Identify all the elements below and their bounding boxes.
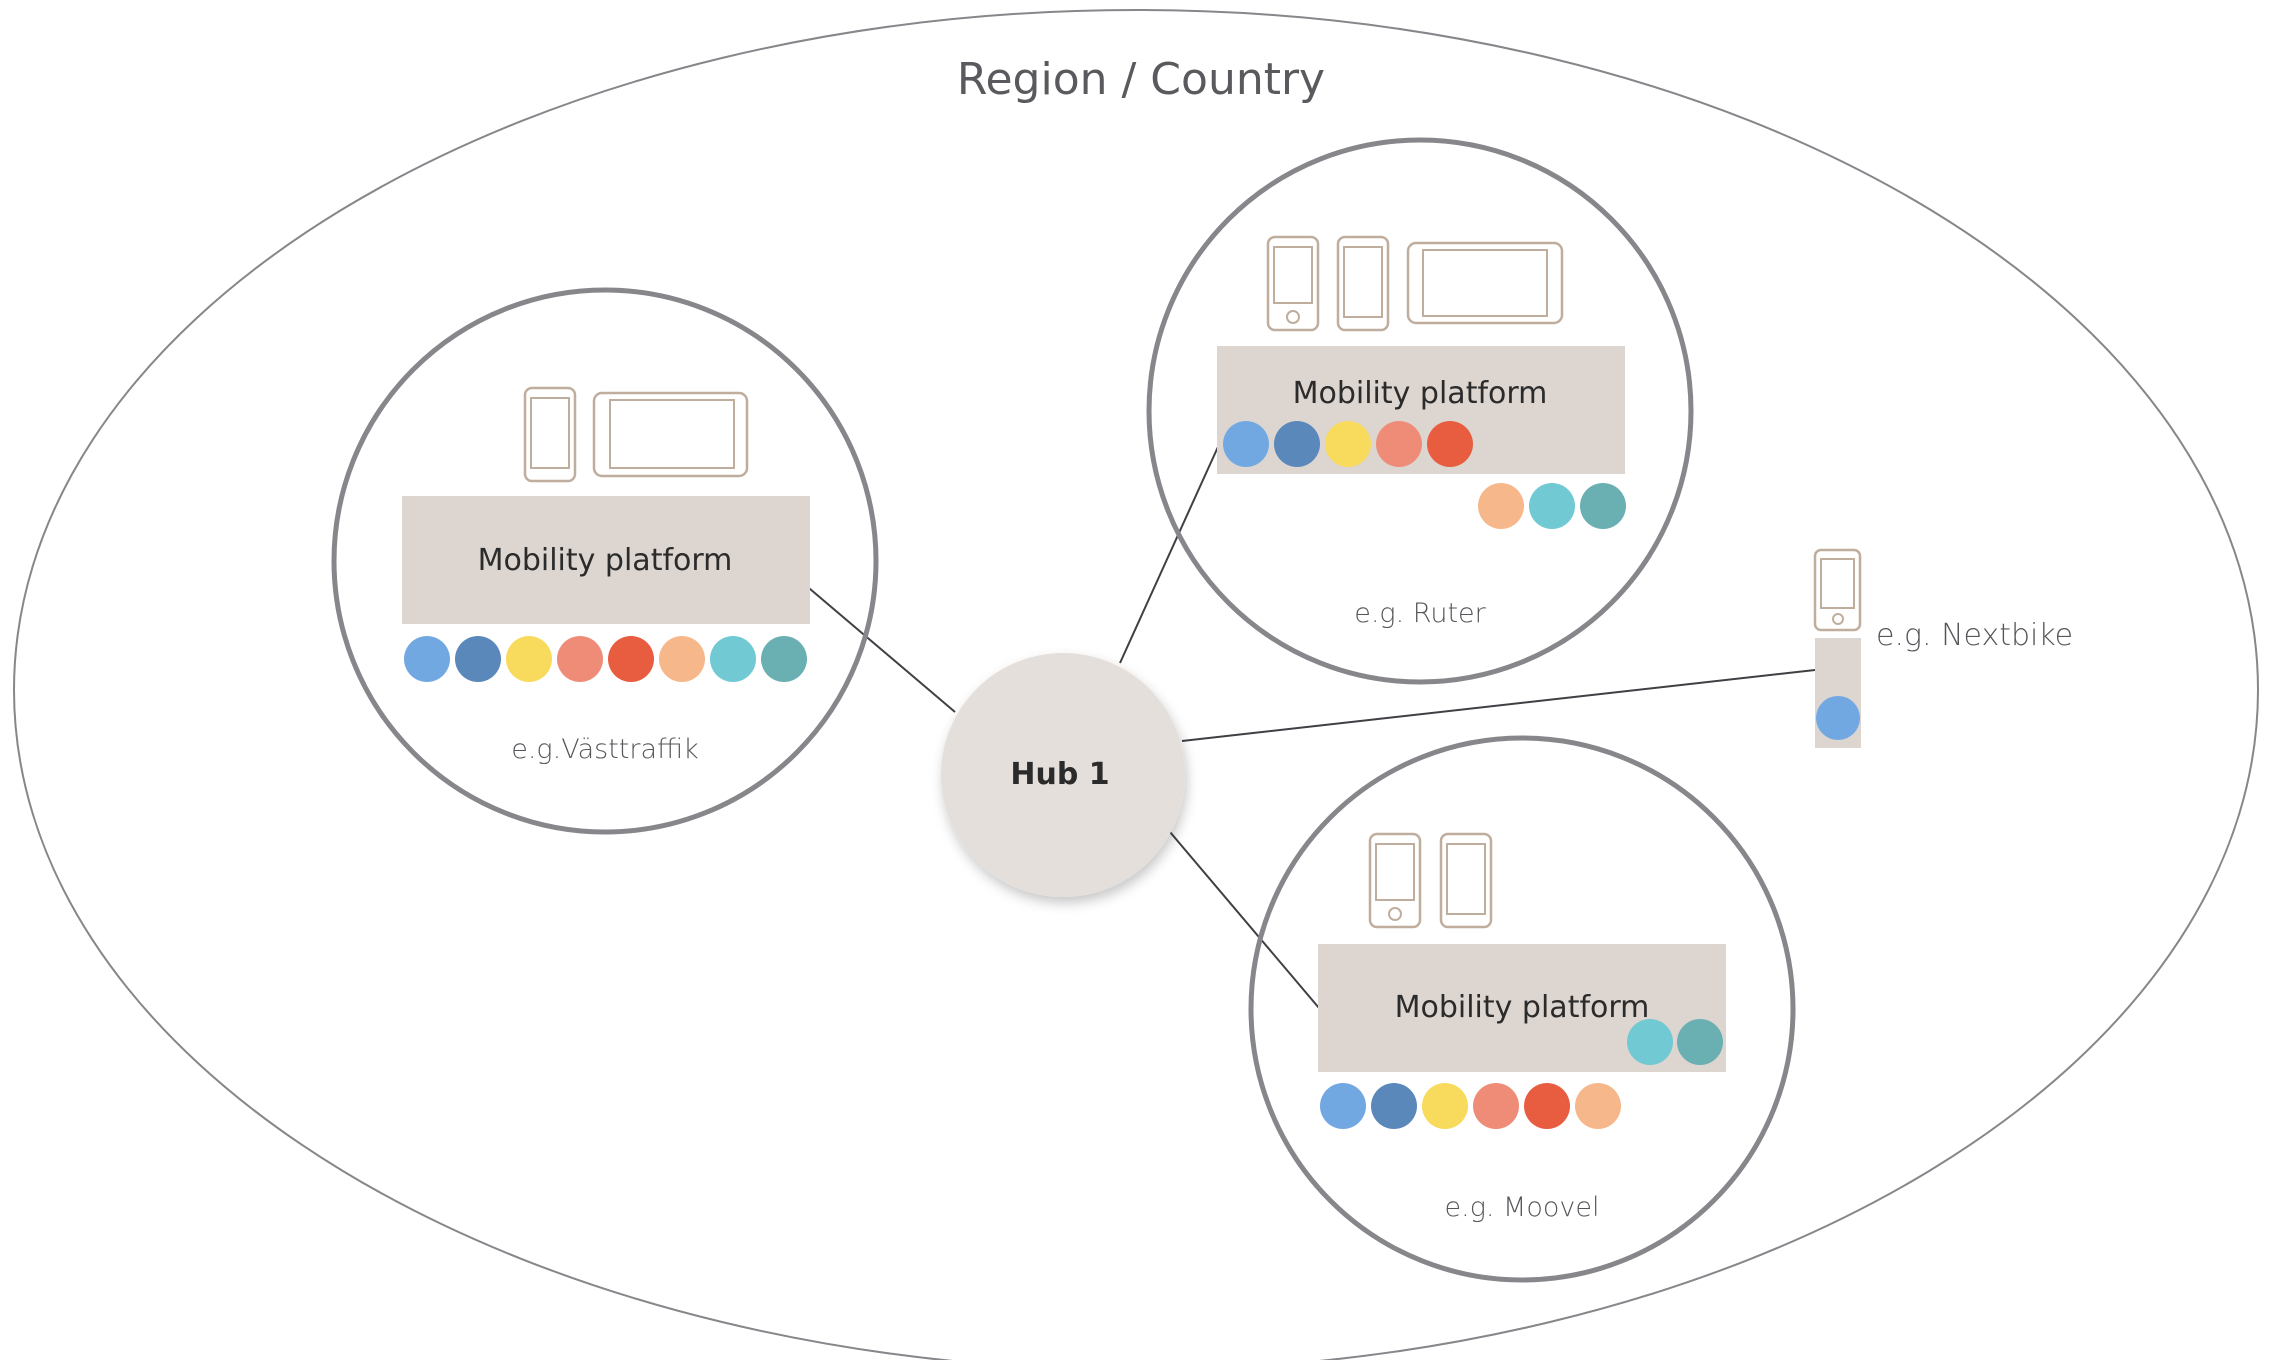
operator-circle — [1248, 735, 1796, 1283]
service-dot — [1478, 483, 1524, 529]
hub-circle — [941, 653, 1185, 897]
service-dot — [761, 636, 807, 682]
operator-caption: e.g. Nextbike — [1876, 618, 2073, 653]
service-dots-inside — [1627, 1019, 1723, 1065]
platform-label: Mobility platform — [1395, 990, 1650, 1025]
service-dot — [1223, 421, 1269, 467]
operator-caption: e.g. Moovel — [1445, 1192, 1600, 1223]
hub: Hub 1 — [941, 653, 1185, 897]
operator-moovel: Mobility platform e.g. Moovel — [1248, 735, 1796, 1283]
service-dot — [1325, 421, 1371, 467]
link-hub-moovel — [1169, 831, 1331, 1022]
service-dot — [1473, 1083, 1519, 1129]
service-dots-outside — [1478, 483, 1626, 529]
phone-icon — [1368, 832, 1422, 929]
service-dot — [1320, 1083, 1366, 1129]
service-dot — [1422, 1083, 1468, 1129]
phone-icon — [1813, 548, 1862, 632]
service-dot — [1371, 1083, 1417, 1129]
service-dots — [404, 636, 807, 682]
mobility-platform — [402, 496, 810, 624]
service-dot — [608, 636, 654, 682]
service-dot — [659, 636, 705, 682]
service-dot — [1575, 1083, 1621, 1129]
service-dot — [1529, 483, 1575, 529]
region-ellipse — [13, 9, 2259, 1360]
service-dot — [455, 636, 501, 682]
operator-caption: e.g. Ruter — [1354, 598, 1486, 629]
service-dot — [404, 636, 450, 682]
service-dot — [710, 636, 756, 682]
service-dot — [1580, 483, 1626, 529]
service-dot — [506, 636, 552, 682]
phone-icon — [1439, 832, 1493, 929]
tablet-icon — [1406, 241, 1564, 325]
operator-vasttrafik: Mobility platform e.g.Västtraffik — [331, 287, 879, 835]
operator-ruter: Mobility platform e.g. Ruter — [1146, 137, 1694, 685]
link-hub-vasttrafik — [802, 582, 956, 713]
operator-circle — [331, 287, 879, 835]
service-dot — [557, 636, 603, 682]
phone-icon — [523, 386, 577, 483]
operator-caption: e.g.Västtraffik — [511, 734, 699, 765]
operator-nextbike: e.g. Nextbike — [1813, 548, 2073, 748]
service-dot — [1816, 696, 1860, 740]
hub-label: Hub 1 — [1010, 757, 1109, 792]
platform-label: Mobility platform — [1293, 376, 1548, 411]
operator-circle — [1146, 137, 1694, 685]
service-dot — [1376, 421, 1422, 467]
service-dot — [1524, 1083, 1570, 1129]
service-dot — [1677, 1019, 1723, 1065]
link-hub-ruter — [1119, 437, 1223, 664]
phone-icon — [1336, 235, 1390, 332]
link-hub-nextbike — [1181, 669, 1816, 742]
service-dot — [1274, 421, 1320, 467]
service-dot — [1427, 421, 1473, 467]
phone-icon — [1266, 235, 1320, 332]
platform-label: Mobility platform — [478, 543, 733, 578]
region-label: Region / Country — [957, 54, 1325, 105]
service-dots-outside — [1320, 1083, 1621, 1129]
service-dots-inside — [1223, 421, 1473, 467]
service-dot — [1627, 1019, 1673, 1065]
tablet-icon — [592, 391, 749, 478]
